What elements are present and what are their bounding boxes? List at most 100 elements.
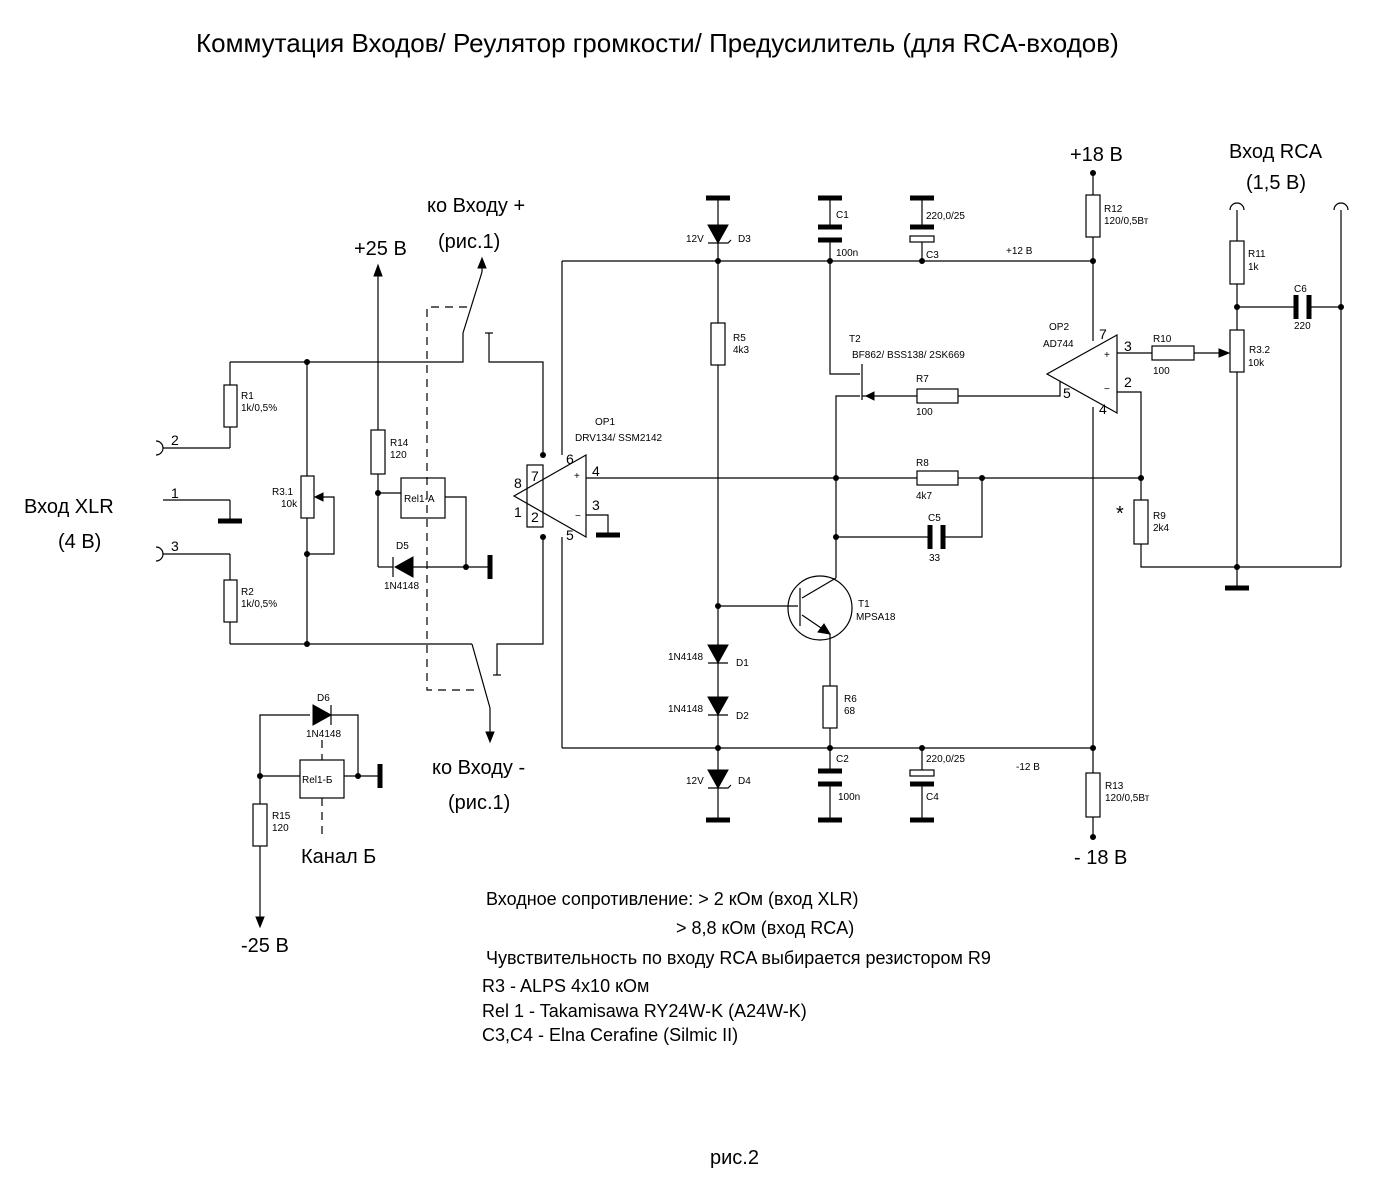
- r5-value: 4k3: [733, 345, 750, 356]
- zener-d4: [707, 769, 729, 790]
- op2-pin-2: 2: [1124, 374, 1132, 390]
- xlr-pin-3-connector: [155, 546, 164, 562]
- r14-value: 120: [390, 450, 407, 461]
- resistor-r1: [223, 384, 238, 428]
- relay-b-section: D6 1N4148 Rel1-Б R15 120 -25 В Канал Б: [241, 693, 383, 957]
- r1-value: 1k/0,5%: [241, 403, 277, 414]
- note-input-impedance-xlr: Входное сопротивление: > 2 кОм (вход XLR…: [486, 889, 859, 909]
- to-plus-input-label: ко Входу +: [427, 195, 525, 217]
- d6-name: D6: [317, 693, 330, 704]
- to-plus-input-ref: (рис.1): [438, 231, 500, 253]
- rca-input-section: Вход RCA (1,5 В) R11 1k C6 220 R3.2 10k …: [1151, 141, 1349, 591]
- op1-name: OP1: [595, 417, 615, 428]
- d1-value: 1N4148: [668, 652, 703, 663]
- op1-pin-7: 7: [531, 468, 539, 484]
- op2-pin-4: 4: [1099, 401, 1107, 417]
- r11-name: R11: [1248, 249, 1266, 260]
- r9-select-mark: *: [1116, 503, 1124, 525]
- r12-value: 120/0,5Вт: [1104, 216, 1149, 227]
- resistor-r13: [1085, 772, 1101, 818]
- c5-name: C5: [928, 513, 941, 524]
- rel1-b-name: Rel1-Б: [302, 775, 333, 786]
- to-plus-input-arrow: [477, 256, 487, 269]
- resistor-r7: [916, 388, 959, 404]
- minus25-arrow: [255, 916, 265, 929]
- d5-name: D5: [396, 541, 409, 552]
- c5-value: 33: [929, 553, 941, 564]
- opamp-op1: [512, 453, 587, 539]
- c1-value: 100n: [836, 248, 858, 259]
- diode-d2: [707, 696, 729, 717]
- r6-name: R6: [844, 694, 857, 705]
- resistor-r9: [1133, 499, 1149, 545]
- resistor-r5: [710, 322, 726, 366]
- channel-b-label: Канал Б: [301, 846, 376, 868]
- transistor-t1: [787, 575, 853, 641]
- d4-name: D4: [738, 776, 751, 787]
- op1-minus-sign: −: [575, 511, 581, 522]
- figure-caption: рис.2: [710, 1147, 759, 1169]
- r15-name: R15: [272, 811, 291, 822]
- r10-value: 100: [1153, 366, 1170, 377]
- t1-name: T1: [858, 599, 870, 610]
- rail-minus12-label: -12 В: [1016, 762, 1040, 773]
- to-minus-input-ref: (рис.1): [448, 792, 510, 814]
- c6-value: 220: [1294, 321, 1311, 332]
- rail-minus25-label: -25 В: [241, 935, 289, 957]
- xlr-pin-2-label: 2: [171, 432, 179, 448]
- c4-value: 220,0/25: [926, 754, 965, 765]
- resistor-r15: [252, 803, 268, 847]
- rail-plus25-label: +25 В: [354, 238, 407, 260]
- op1-pin-5: 5: [566, 527, 574, 543]
- note-r3-part: R3 - ALPS 4x10 кОм: [482, 976, 649, 996]
- op1-pin-6: 6: [566, 451, 574, 467]
- rel1-a-name: Rel1-A: [404, 494, 435, 505]
- r3-2-wiper-arrow: [1218, 348, 1231, 358]
- note-capacitor-part: C3,C4 - Elna Cerafine (Silmic II): [482, 1025, 738, 1045]
- resistor-r12: [1085, 194, 1101, 238]
- rail-plus18-label: +18 В: [1070, 144, 1123, 166]
- r8-value: 4k7: [916, 491, 933, 502]
- d6-value: 1N4148: [306, 729, 341, 740]
- op2-section: +18 В R12 120/0,5Вт OP2 AD744 7 3 2 5 4 …: [1043, 144, 1341, 869]
- c3-value: 220,0/25: [926, 211, 965, 222]
- to-minus-input-arrow: [485, 731, 495, 744]
- capacitor-c4: [909, 769, 935, 777]
- relay-mechanical-link: [426, 306, 480, 691]
- rca-input-label: Вход RCA: [1229, 141, 1323, 163]
- rail-minus18-label: - 18 В: [1074, 847, 1127, 869]
- d3-value: 12V: [686, 234, 704, 245]
- d1-name: D1: [736, 658, 749, 669]
- op1-pin-1: 1: [514, 504, 522, 520]
- xlr-pin-3-label: 3: [171, 538, 179, 554]
- rail-plus12-label: +12 В: [1006, 246, 1033, 257]
- notes-block: Входное сопротивление: > 2 кОм (вход XLR…: [482, 889, 991, 1045]
- r3-2-value: 10k: [1248, 358, 1265, 369]
- c3-name: C3: [926, 250, 939, 261]
- r12-name: R12: [1104, 204, 1123, 215]
- bias-chain-section: 12V D3 R5 4k3 1N4148 D1 1N4148 D2 12V D4: [668, 195, 751, 823]
- r6-value: 68: [844, 706, 856, 717]
- c1-name: C1: [836, 210, 849, 221]
- op1-plus-sign: +: [574, 471, 580, 482]
- decoupling-section: C1 100n 220,0/25 C3 C2 100n 220,0/25 C4: [818, 195, 965, 823]
- resistor-r2: [223, 579, 238, 623]
- xlr-input-level: (4 В): [58, 531, 101, 553]
- diode-d1: [707, 644, 729, 665]
- r8-name: R8: [916, 458, 929, 469]
- page-title: Коммутация Входов/ Реулятор громкости/ П…: [196, 28, 1119, 58]
- c4-name: C4: [926, 792, 939, 803]
- op1-pin-2: 2: [531, 509, 539, 525]
- op1-section: 8 7 6 4 3 1 2 5 + − OP1 DRV134/ SSM2142: [512, 261, 917, 748]
- r3-1-value: 10k: [281, 499, 298, 510]
- xlr-input-section: Вход XLR (4 В) 2 1 3 R1 1k/0,5% R2 1k/0,…: [24, 333, 472, 647]
- r5-name: R5: [733, 333, 746, 344]
- d5-value: 1N4148: [384, 581, 419, 592]
- r13-name: R13: [1105, 781, 1124, 792]
- transistor-stage-section: T2 BF862/ BSS138/ 2SK669 R7 100 R8 4k7 C…: [718, 261, 1141, 748]
- t2-value: BF862/ BSS138/ 2SK669: [852, 350, 965, 361]
- op1-value: DRV134/ SSM2142: [575, 433, 663, 444]
- c6-name: C6: [1294, 284, 1307, 295]
- c2-value: 100n: [838, 792, 860, 803]
